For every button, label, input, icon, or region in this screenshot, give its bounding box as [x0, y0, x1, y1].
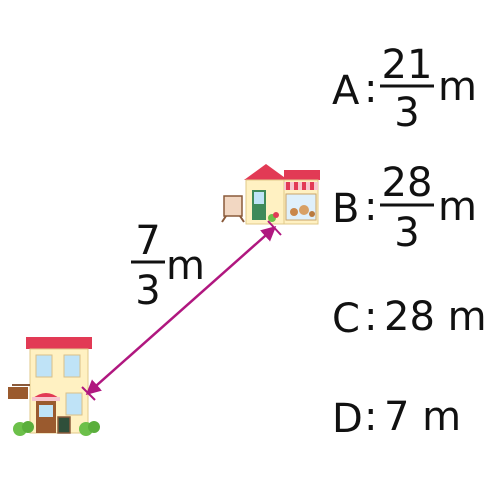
option-d-letter: D	[332, 396, 363, 442]
option-b-numerator: 28	[382, 160, 433, 206]
distance-arrow	[85, 226, 277, 395]
option-a-numerator: 21	[382, 42, 433, 88]
option-c-letter: C	[332, 296, 360, 342]
option-b-separator: :	[364, 184, 377, 230]
option-c-separator: :	[364, 294, 377, 340]
option-a-unit: m	[438, 64, 477, 110]
arrow-end-tick-top	[267, 220, 282, 236]
option-a-separator: :	[364, 66, 377, 112]
house-building-icon	[8, 337, 100, 436]
distance-label: 7 3 m	[131, 218, 205, 314]
distance-numerator: 7	[135, 218, 160, 264]
distance-denominator: 3	[135, 268, 160, 314]
option-b-letter: B	[332, 186, 359, 232]
option-d-value: 7 m	[384, 394, 461, 440]
arrow-end-tick-bottom	[81, 386, 96, 401]
option-c-value: 28 m	[384, 294, 487, 340]
option-b-unit: m	[438, 184, 477, 230]
option-b[interactable]: B : 28 3 m	[332, 160, 477, 256]
option-a-letter: A	[332, 68, 360, 114]
option-d-separator: :	[364, 394, 377, 440]
option-d[interactable]: D : 7 m	[332, 394, 461, 442]
distance-unit: m	[166, 243, 205, 289]
option-b-denominator: 3	[394, 210, 419, 256]
option-c[interactable]: C : 28 m	[332, 294, 487, 342]
shop-building-icon	[221, 164, 320, 225]
option-a[interactable]: A : 21 3 m	[332, 42, 477, 136]
option-a-denominator: 3	[394, 90, 419, 136]
